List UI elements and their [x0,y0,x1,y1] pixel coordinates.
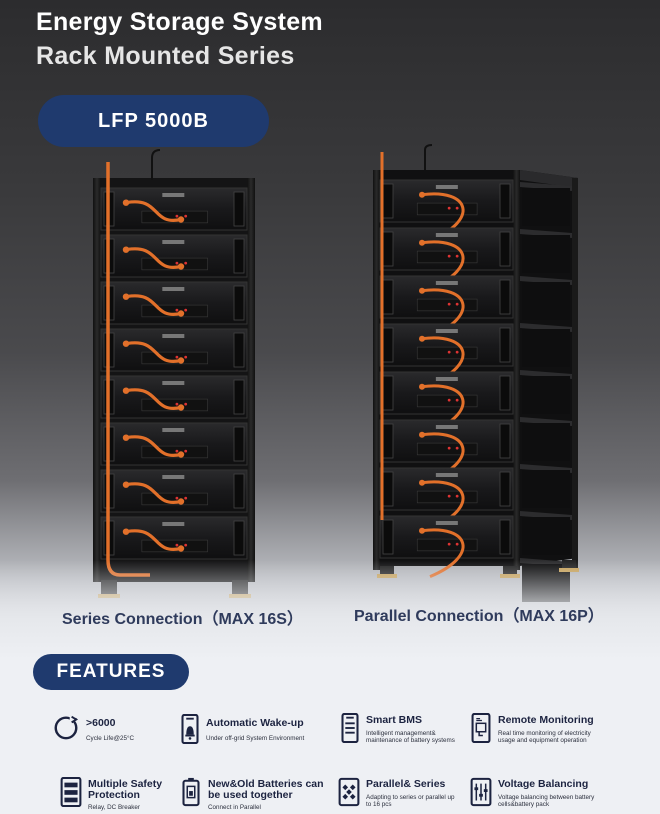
battery-module [379,179,514,242]
feature-new-old-batteries: New&Old Batteries can be used together C… [180,777,340,811]
rack-bay [522,329,570,367]
feature-voltage-balancing: Voltage Balancing Voltage balancing betw… [470,777,610,808]
feature-title: Parallel& Series [366,778,446,790]
battery-module [379,467,514,530]
battery-module [379,371,514,434]
series-caption: Series Connection（MAX 16S） [62,611,303,628]
feature-cycle-life: >6000 Cycle Life@25°C [52,712,172,742]
battery-module [100,422,248,466]
battery-module [100,469,248,513]
model-badge: LFP 5000B [38,95,269,147]
rack-bay [522,188,570,226]
feature-smart-bms: Smart BMS Intelligent management& mainte… [340,713,464,744]
feature-title: Automatic Wake-up [206,717,304,729]
shield-stack-icon [60,777,82,807]
feature-auto-wakeup: Automatic Wake-up Under off-grid System … [180,714,340,744]
features-heading: FEATURES [33,654,189,690]
floor-reflection [0,560,660,660]
feature-desc: Intelligent management& maintenance of b… [366,730,455,744]
battery-module [100,234,248,278]
battery-module [379,419,514,482]
feature-title: Multiple Safety Protection [88,778,163,801]
feature-title: >6000 [86,717,116,729]
feature-title: Remote Monitoring [498,714,594,726]
feature-remote-monitoring: Remote Monitoring Real time monitoring o… [470,713,600,744]
monitor-icon [471,713,491,743]
battery-module [379,323,514,386]
feature-desc: Under off-grid System Environment [206,735,305,742]
parallel-rack [373,144,579,602]
feature-desc: Connect in Parallel [208,804,261,811]
balance-icon [470,777,492,807]
feature-safety-protection: Multiple Safety Protection Relay, DC Bre… [60,777,180,811]
battery-module [100,328,248,372]
battery-module [379,227,514,290]
feature-title: New&Old Batteries can be used together [208,778,324,801]
series-rack [93,149,255,598]
battery-module [100,375,248,419]
parallel-caption: Parallel Connection（MAX 16P） [354,608,604,625]
feature-title: Voltage Balancing [498,778,589,790]
feature-desc: Relay, DC Breaker [88,804,141,811]
rack-bay [522,423,570,461]
battery-module [100,187,248,231]
cycle-icon [54,715,79,740]
rack-bay [522,282,570,320]
feature-desc: Cycle Life@25°C [86,735,135,742]
battery-swap-icon [182,777,200,807]
feature-desc: Adapting to series or parallel up to 16 … [366,794,455,808]
battery-racks-illustration [93,144,579,602]
rack-bay [522,376,570,414]
battery-module [100,281,248,325]
page-subtitle: Rack Mounted Series [36,42,295,70]
rack-bay [522,517,570,555]
battery-module [379,275,514,338]
battery-module [100,516,248,560]
bms-icon [341,713,359,743]
feature-desc: Voltage balancing between battery cells&… [498,794,595,808]
rack-bay [522,470,570,508]
feature-desc: Real time monitoring of electricity usag… [498,730,591,744]
page-title: Energy Storage System [36,8,323,36]
battery-module [379,515,514,578]
rack-bay [522,235,570,273]
bell-device-icon [181,714,199,744]
feature-title: Smart BMS [366,714,423,726]
feature-parallel-series: Parallel& Series Adapting to series or p… [338,777,464,808]
series-icon [338,777,360,807]
